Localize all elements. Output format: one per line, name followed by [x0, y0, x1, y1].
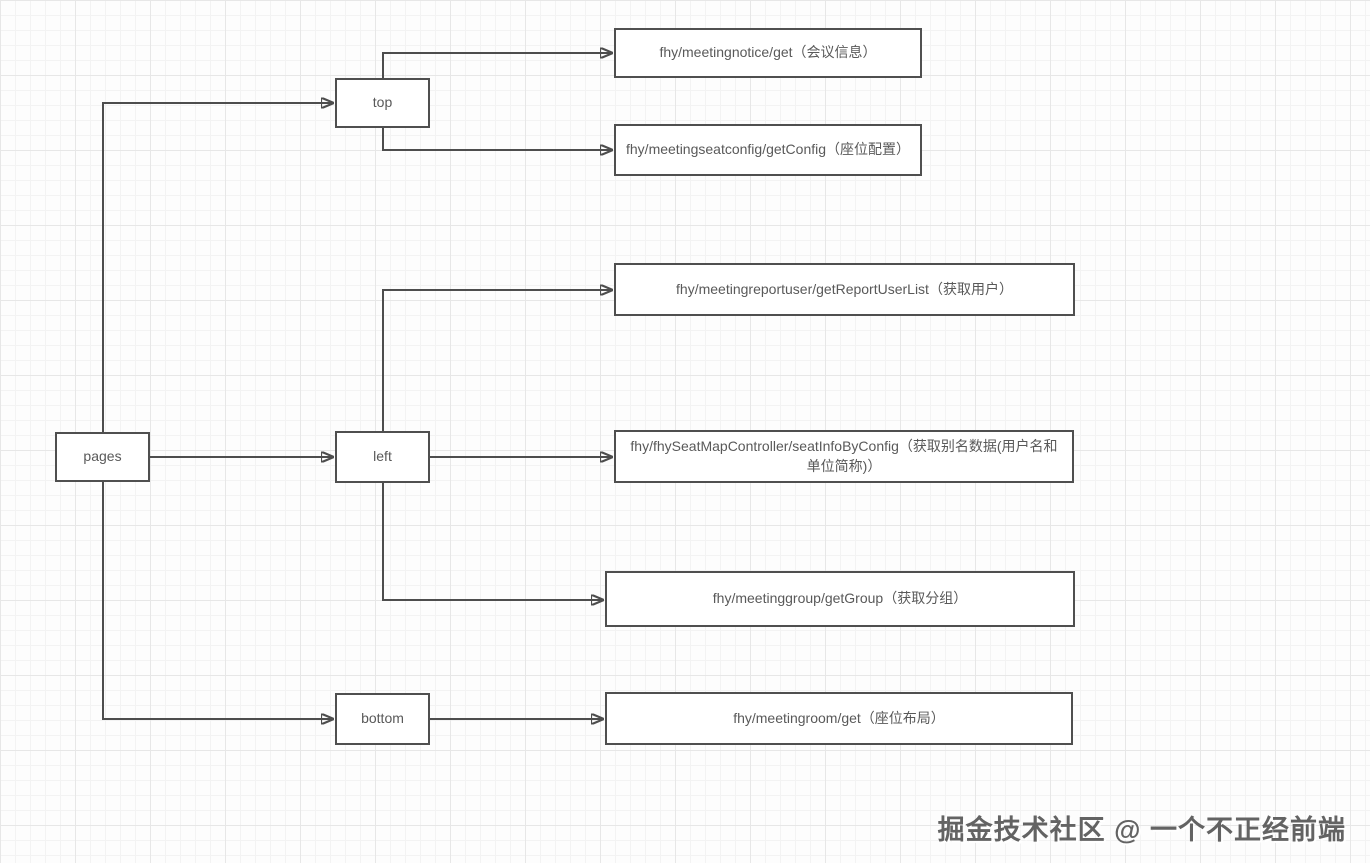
- connector-pages-to-top: [102, 103, 334, 432]
- node-api-meetingnotice: fhy/meetingnotice/get（会议信息）: [614, 28, 922, 78]
- node-api-getgroup: fhy/meetinggroup/getGroup（获取分组）: [605, 571, 1075, 627]
- connector-top-to-meetingseatconfig: [382, 128, 613, 150]
- node-pages: pages: [55, 432, 150, 482]
- connector-left-to-reportuserlist: [382, 290, 613, 431]
- connector-left-to-getgroup: [382, 483, 604, 600]
- node-api-reportuserlist: fhy/meetingreportuser/getReportUserList（…: [614, 263, 1075, 316]
- node-left: left: [335, 431, 430, 483]
- node-api-meetingseatconfig: fhy/meetingseatconfig/getConfig（座位配置）: [614, 124, 922, 176]
- node-bottom: bottom: [335, 693, 430, 745]
- node-api-seatinfobyconfig: fhy/fhySeatMapController/seatInfoByConfi…: [614, 430, 1074, 483]
- juejin-watermark: 掘金技术社区 @ 一个不正经前端: [937, 815, 1346, 845]
- node-top: top: [335, 78, 430, 128]
- connector-pages-to-bottom: [102, 482, 334, 719]
- connector-top-to-meetingnotice: [382, 53, 613, 78]
- node-api-meetingroom: fhy/meetingroom/get（座位布局）: [605, 692, 1073, 745]
